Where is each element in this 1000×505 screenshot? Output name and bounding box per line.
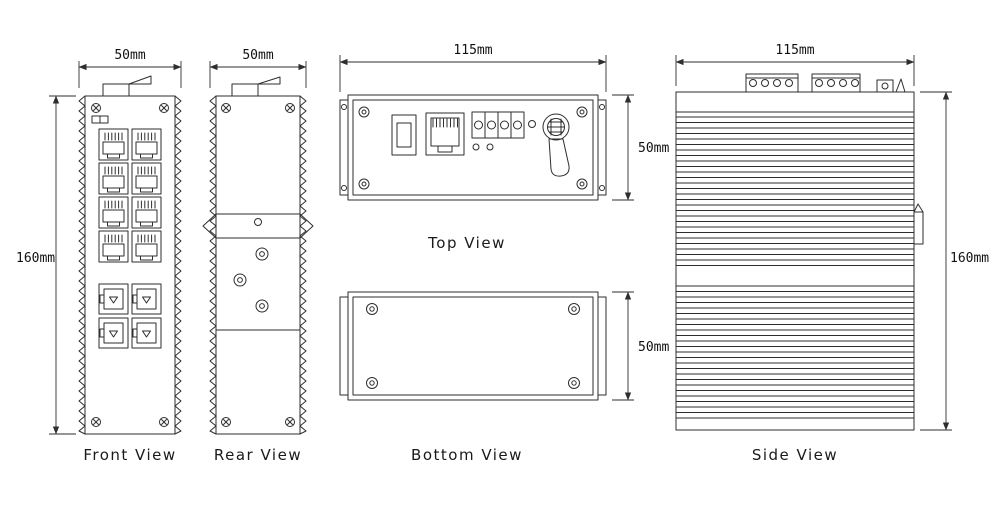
front-height-dimension: 160mm [16, 95, 76, 435]
bottom-height-dimension: 50mm [612, 291, 669, 401]
side-view-drawing [675, 73, 924, 431]
top-body-inner [352, 99, 594, 196]
bottom-height-dim-label: 50mm [638, 340, 669, 355]
console-rj45-port [425, 112, 465, 156]
rear-view-drawing [202, 76, 314, 435]
front-width-dim-label: 50mm [114, 48, 145, 63]
left-mounting-flange [339, 99, 349, 196]
right-mounting-flange [597, 99, 607, 196]
terminal-block-connector [811, 73, 861, 93]
side-height-dimension: 160mm [920, 91, 989, 431]
din-rail-clip [913, 203, 924, 245]
top-view-screws-and-pins [341, 104, 605, 191]
bottom-body [347, 291, 599, 401]
bottom-view-drawing [339, 291, 607, 401]
indicator-hole [528, 120, 536, 128]
right-mounting-flange [597, 296, 607, 396]
front-body [84, 95, 176, 435]
rear-din-clip-tab [231, 76, 281, 97]
front-din-clip-tab [102, 75, 152, 97]
front-view-label: Front View [83, 446, 176, 464]
grounding-screw-hole [486, 143, 494, 151]
top-view-label: Top View [427, 234, 506, 252]
bottom-view-label: Bottom View [411, 446, 523, 464]
side-width-dimension: 115mm [675, 43, 915, 86]
front-view-drawing [78, 75, 182, 435]
terminal-block-connector [745, 73, 799, 93]
power-connector-gland [542, 113, 570, 177]
top-view-drawing [339, 94, 607, 201]
rear-body [215, 95, 301, 435]
rear-width-dimension: 50mm [209, 48, 307, 88]
side-width-dim-label: 115mm [775, 43, 814, 58]
antenna-connector [876, 78, 906, 93]
front-width-dimension: 50mm [78, 48, 182, 88]
rear-view-label: Rear View [214, 446, 302, 464]
front-height-dim-label: 160mm [16, 251, 55, 266]
bottom-corner-screws [366, 303, 580, 389]
top-width-dim-label: 115mm [453, 43, 492, 58]
rear-din-rail-plate-and-screws [202, 95, 314, 435]
grounding-screw-hole [472, 143, 480, 151]
left-mounting-flange [339, 296, 349, 396]
side-heatsink-fins [675, 79, 915, 413]
usb-port [391, 114, 417, 156]
front-heatsink-fins-ports-and-sfp [78, 95, 182, 435]
side-height-dim-label: 160mm [950, 251, 989, 266]
top-width-dimension: 115mm [339, 43, 607, 92]
side-view-label: Side View [752, 446, 838, 464]
rear-width-dim-label: 50mm [242, 48, 273, 63]
top-height-dimension: 50mm [612, 94, 669, 201]
bottom-body-inner [352, 296, 594, 396]
top-height-dim-label: 50mm [638, 141, 669, 156]
